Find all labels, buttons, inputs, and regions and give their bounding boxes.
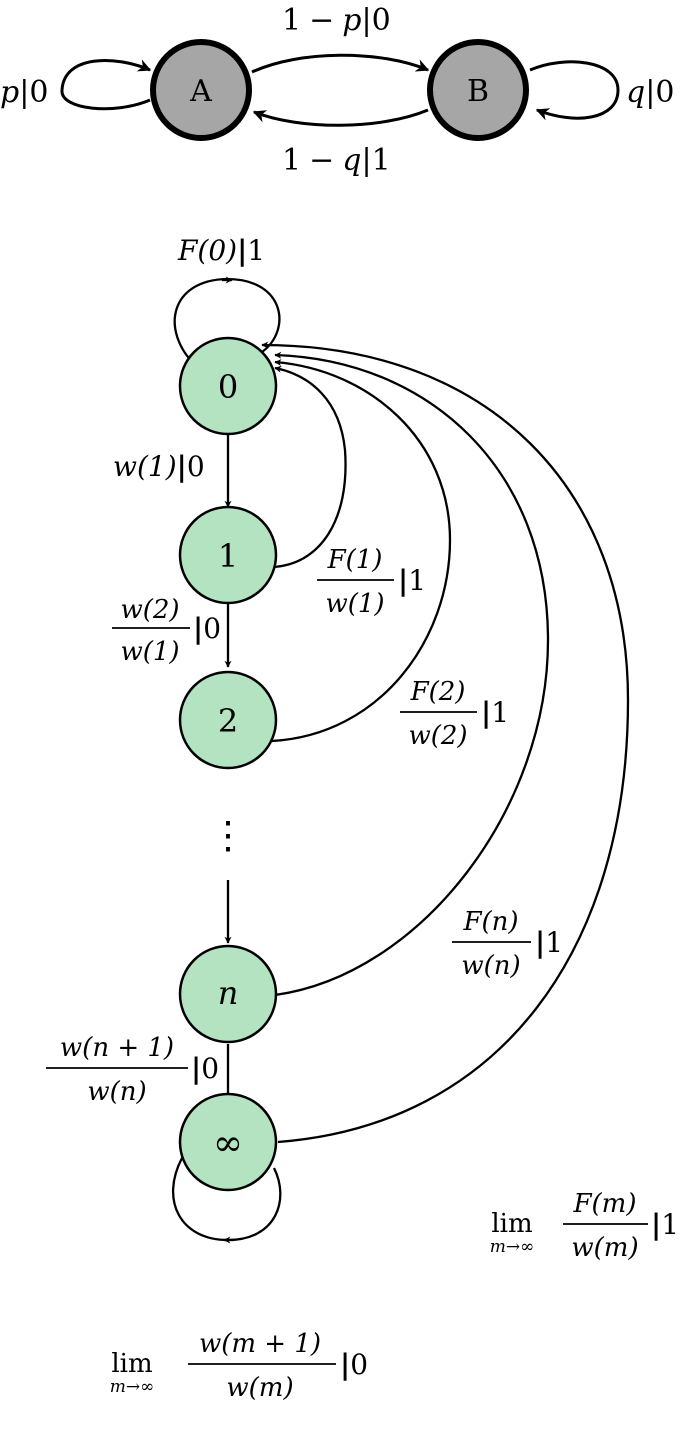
label-b-to-a: 1−q|1 <box>282 143 391 178</box>
chain-node-2 <box>178 670 278 770</box>
label-wlim: lim m→∞ w(m + 1) w(m) |0 <box>110 1329 368 1403</box>
edge-inf-to-0 <box>261 341 630 1144</box>
label-wlim-denominator: w(m) <box>226 1373 293 1403</box>
label-f1-numerator: F(1) <box>327 545 383 575</box>
label-f1-denominator: w(1) <box>325 589 384 619</box>
edge-a-to-b <box>251 53 430 74</box>
automaton-node-b <box>427 39 529 141</box>
label-flim-subscript: m→∞ <box>490 1237 535 1257</box>
label-a-to-b: 1−p|0 <box>282 3 391 38</box>
label-a-self: p|0 <box>0 75 48 110</box>
label-wlim-output: |0 <box>340 1348 368 1381</box>
edge-a-self-loop <box>60 59 152 111</box>
two-state-automaton: A B p|0 1−p|0 1−q|1 q|0 <box>0 3 674 178</box>
label-f2-over-w2: F(2) w(2) |1 <box>400 677 509 751</box>
label-f2-numerator: F(2) <box>410 677 466 707</box>
label-b-self: q|0 <box>626 75 674 110</box>
label-w2-numerator: w(2) <box>120 595 179 625</box>
label-flim-output: |1 <box>651 1208 679 1241</box>
label-wlim-subscript: m→∞ <box>110 1377 155 1397</box>
chain-ellipsis-upper: ⋮ <box>209 813 247 857</box>
label-flim-numerator: F(m) <box>573 1189 637 1219</box>
chain-node-n <box>178 944 278 1044</box>
chain-node-infinity <box>178 1092 278 1192</box>
label-fn-output: |1 <box>535 926 563 959</box>
label-fn-numerator: F(n) <box>462 907 518 937</box>
chain-node-0-label: 0 <box>218 368 238 406</box>
chain-node-1-label: 1 <box>218 537 238 575</box>
chain-node-1 <box>178 505 278 605</box>
label-wn1-output: |0 <box>191 1052 219 1085</box>
label-f1-output: |1 <box>398 564 426 597</box>
label-f2-output: |1 <box>481 696 509 729</box>
label-wn1-numerator: w(n + 1) <box>60 1033 174 1063</box>
label-w2-output: |0 <box>193 612 221 645</box>
label-w1: w(1)|0 <box>113 450 205 483</box>
chain-node-0 <box>178 336 278 436</box>
label-fn-denominator: w(n) <box>461 951 520 981</box>
edge-2-to-0 <box>271 359 452 743</box>
label-f2-denominator: w(2) <box>408 721 467 751</box>
label-w2-denominator: w(1) <box>120 637 179 667</box>
chain-node-2-label: 2 <box>218 702 238 740</box>
chain-node-n-label: n <box>218 974 239 1012</box>
label-fn-over-wn: F(n) w(n) |1 <box>452 907 563 981</box>
edge-b-self-loop <box>529 60 620 121</box>
label-flim: lim m→∞ F(m) w(m) |1 <box>490 1189 679 1263</box>
label-wn1-over-wn: w(n + 1) w(n) |0 <box>46 1033 219 1107</box>
automaton-node-a-label: A <box>189 74 212 109</box>
label-wlim-numerator: w(m + 1) <box>199 1329 321 1359</box>
label-self-0: F(0)|1 <box>177 234 265 267</box>
label-wlim-lim: lim <box>111 1349 152 1379</box>
label-w2-over-w1: w(2) w(1) |0 <box>112 595 221 667</box>
automaton-node-a <box>150 39 252 141</box>
automaton-node-b-label: B <box>467 74 489 109</box>
renewal-chain: 0 1 2 ⋮ n ⋮ ∞ F(0)|1 w(1)|0 w(2) w(1) |0 <box>46 234 679 1403</box>
label-wn1-denominator: w(n) <box>87 1077 146 1107</box>
edge-n-to-0 <box>274 351 550 997</box>
label-flim-denominator: w(m) <box>571 1233 638 1263</box>
label-flim-lim: lim <box>491 1209 532 1239</box>
label-f1-over-w1: F(1) w(1) |1 <box>317 545 426 619</box>
chain-node-infinity-label: ∞ <box>213 1123 243 1164</box>
edge-b-to-a <box>252 108 429 127</box>
edge-1-to-0 <box>271 365 347 569</box>
